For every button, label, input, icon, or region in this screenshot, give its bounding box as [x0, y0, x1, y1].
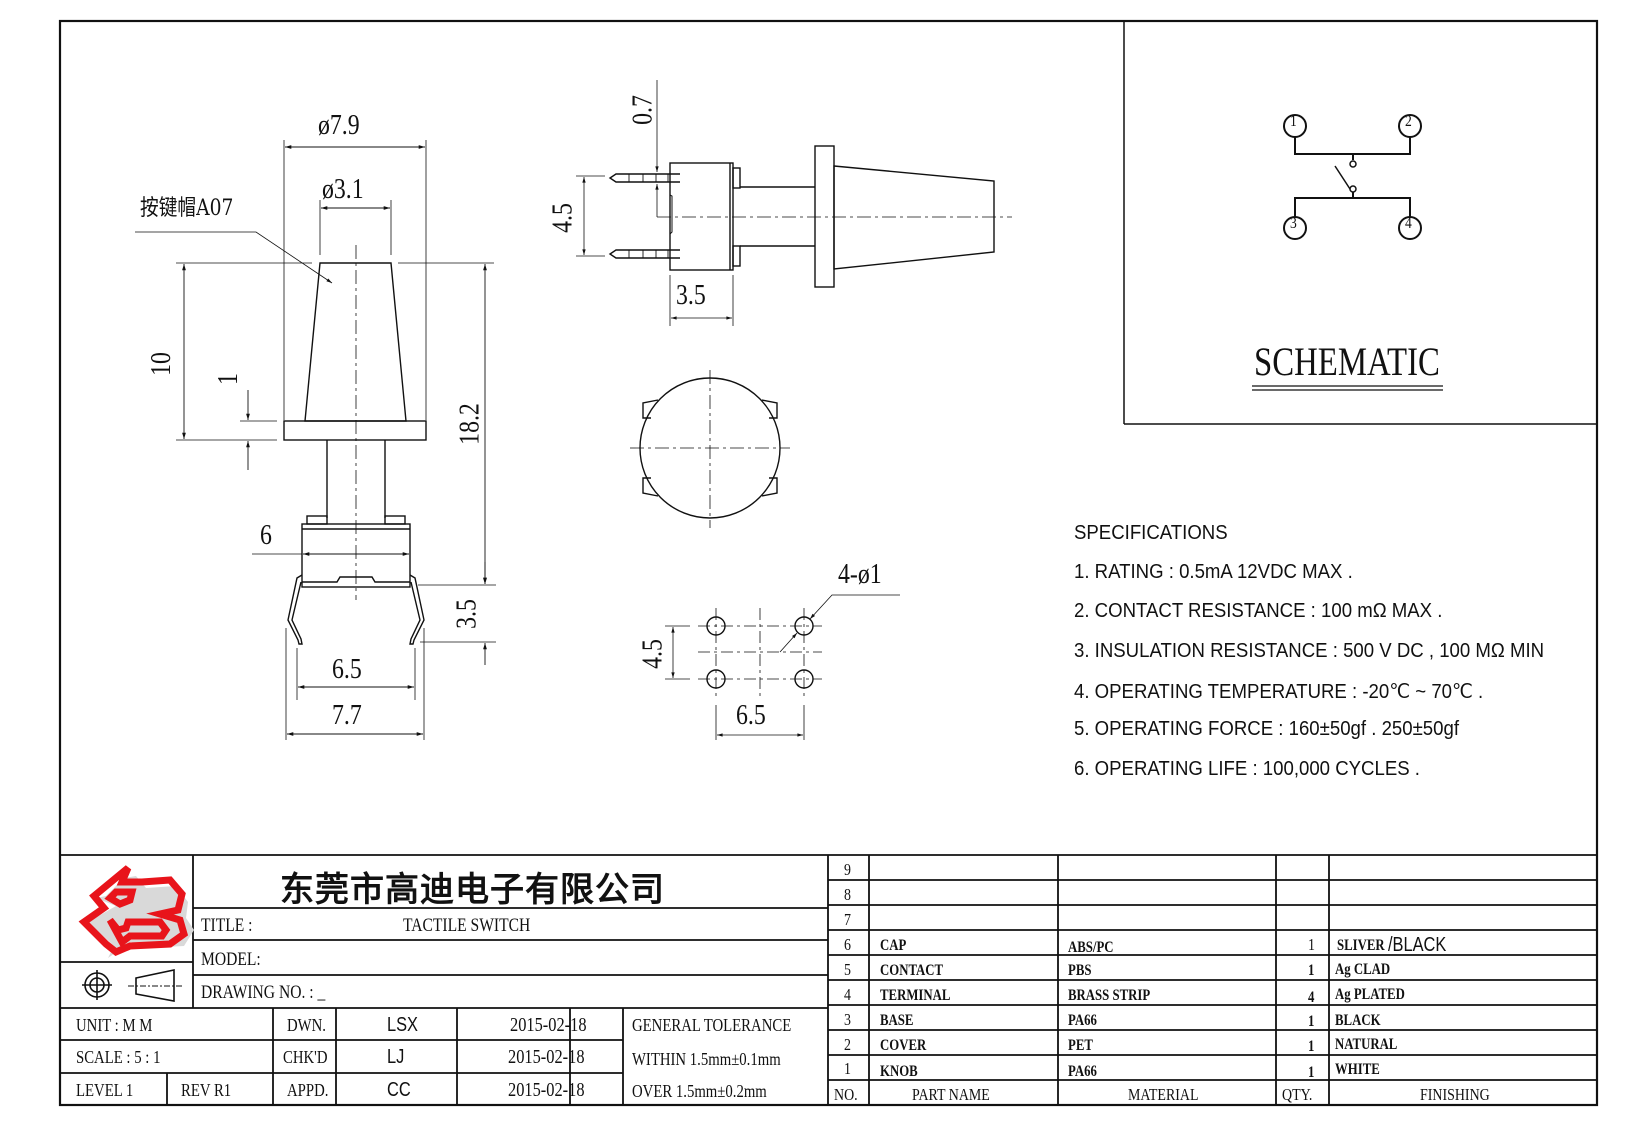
appd-role: APPD. [287, 1080, 329, 1100]
dim-pin-spacing: 6.5 [332, 654, 362, 685]
spec-item: 4. OPERATING TEMPERATURE : -20℃ ~ 70℃ . [1074, 681, 1484, 703]
model-label: MODEL: [201, 949, 261, 970]
schematic-symbol [1252, 114, 1443, 391]
projection-symbol-icon [82, 969, 182, 1002]
rev-field: REV R1 [181, 1080, 232, 1100]
bom-finishing-suffix: /BLACK [1388, 934, 1447, 956]
dim-body-depth: 3.5 [676, 280, 706, 311]
bom-qty: 4 [1308, 989, 1315, 1006]
chk-name: LJ [387, 1046, 405, 1068]
bom-no: 1 [844, 1059, 851, 1078]
bom-qty: 1 [1308, 1013, 1315, 1030]
dim-hole-label: 4-ø1 [838, 559, 882, 590]
title-block-lines [60, 854, 1597, 1105]
bom-no: 9 [844, 860, 851, 879]
bom-part: COVER [880, 1037, 927, 1054]
footprint [665, 594, 900, 740]
bom-part: CAP [880, 937, 907, 954]
front-view [135, 140, 496, 740]
bom-part: TERMINAL [880, 987, 951, 1004]
dim-top-diameter: ø3.1 [322, 174, 364, 205]
spec-item: 6. OPERATING LIFE : 100,000 CYCLES . [1074, 758, 1420, 780]
bom-no: 2 [844, 1035, 851, 1054]
dim-pin-thickness: 0.7 [627, 95, 659, 125]
dim-footprint-horizontal: 6.5 [736, 700, 766, 731]
bom-finishing: SLIVER [1337, 937, 1385, 954]
appd-name: CC [387, 1079, 411, 1101]
spec-item: 5. OPERATING FORCE : 160±50gf . 250±50gf [1074, 718, 1460, 740]
tolerance-within: WITHIN 1.5mm±0.1mm [632, 1049, 781, 1069]
level-field: LEVEL 1 [76, 1080, 134, 1100]
bom-finishing: Ag CLAD [1335, 961, 1391, 978]
appd-date: 2015-02-18 [508, 1079, 585, 1101]
schematic-title: SCHEMATIC [1254, 339, 1440, 384]
schematic-box [1123, 21, 1597, 425]
drawing-no-label: DRAWING NO. : _ [201, 982, 326, 1003]
bom-no: 6 [844, 935, 851, 954]
company-logo-icon [78, 865, 194, 958]
dim-flange-thickness: 1 [213, 373, 244, 385]
dim-body-width: 6 [260, 520, 272, 551]
bom-no: 8 [844, 885, 851, 904]
bom-material: PA66 [1068, 1063, 1097, 1080]
dim-outer-diameter: ø7.9 [318, 110, 360, 141]
title-label: TITLE : [201, 915, 253, 936]
dwn-name: LSX [387, 1014, 419, 1036]
bom-part: CONTACT [880, 962, 944, 979]
bom-qty: 1 [1308, 962, 1315, 979]
spec-item: 2. CONTACT RESISTANCE : 100 mΩ MAX . [1074, 600, 1443, 622]
dim-footprint-vertical: 4.5 [637, 639, 669, 669]
schematic-pin-1: 1 [1290, 113, 1297, 130]
schematic-pin-4: 4 [1405, 215, 1412, 232]
side-view [576, 80, 1012, 326]
knob-callout-label: 按键帽A07 [140, 196, 234, 221]
dim-pin-length: 3.5 [451, 599, 483, 629]
bom-no: 5 [844, 960, 851, 979]
bom-qty: 1 [1308, 1038, 1315, 1055]
title-value: TACTILE SWITCH [403, 915, 531, 936]
dim-overall-width: 7.7 [332, 700, 362, 731]
dwn-date: 2015-02-18 [510, 1014, 587, 1036]
unit-field: UNIT : M M [76, 1015, 153, 1035]
top-view [630, 370, 790, 528]
bom-no: 7 [844, 910, 851, 929]
specifications-heading: SPECIFICATIONS [1074, 522, 1228, 544]
scale-field: SCALE : 5 : 1 [76, 1047, 161, 1067]
bom-material: ABS/PC [1068, 939, 1114, 956]
bom-no: 4 [844, 985, 851, 1004]
bom-part: KNOB [880, 1063, 918, 1080]
bom-finishing: WHITE [1335, 1061, 1380, 1078]
bom-header-no: NO. [834, 1085, 858, 1104]
bom-qty: 1 [1308, 1064, 1315, 1081]
bom-header-finishing: FINISHING [1420, 1085, 1490, 1104]
bom-header-material: MATERIAL [1128, 1085, 1199, 1104]
bom-material: BRASS STRIP [1068, 987, 1151, 1004]
bom-material: PA66 [1068, 1012, 1097, 1029]
dim-knob-height: 10 [146, 352, 177, 376]
bom-qty: 1 [1308, 935, 1315, 954]
company-name: 东莞市高迪电子有限公司 [280, 870, 665, 910]
bom-no: 3 [844, 1010, 851, 1029]
chk-date: 2015-02-18 [508, 1046, 585, 1068]
dim-side-pin-spacing: 4.5 [547, 203, 579, 233]
spec-item: 3. INSULATION RESISTANCE : 500 V DC , 10… [1074, 640, 1545, 662]
bom-finishing: NATURAL [1335, 1036, 1398, 1053]
chk-role: CHK'D [283, 1047, 328, 1067]
schematic-pin-3: 3 [1290, 215, 1297, 232]
spec-item: 1. RATING : 0.5mA 12VDC MAX . [1074, 561, 1353, 583]
bom-finishing: Ag PLATED [1335, 986, 1405, 1003]
tolerance-over: OVER 1.5mm±0.2mm [632, 1081, 767, 1101]
bom-part: BASE [880, 1012, 914, 1029]
dwn-role: DWN. [287, 1015, 326, 1035]
bom-material: PBS [1068, 962, 1092, 979]
bom-finishing: BLACK [1335, 1012, 1381, 1029]
schematic-pin-2: 2 [1405, 113, 1412, 130]
tolerance-heading: GENERAL TOLERANCE [632, 1015, 792, 1035]
bom-material: PET [1068, 1037, 1093, 1054]
dim-total-height: 18.2 [454, 403, 486, 445]
bom-header-qty: QTY. [1282, 1085, 1313, 1104]
bom-header-part: PART NAME [912, 1085, 990, 1104]
